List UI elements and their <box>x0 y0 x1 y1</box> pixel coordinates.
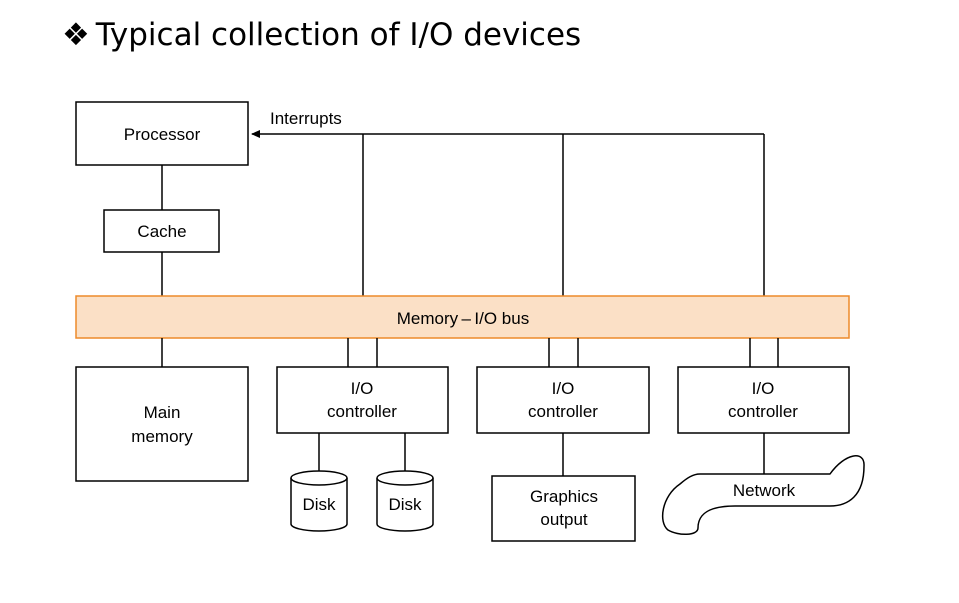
graphics-output-label-line2: output <box>540 510 588 529</box>
graphics-output-label-line1: Graphics <box>530 487 598 506</box>
main-memory-label-line2: memory <box>131 427 193 446</box>
memory-io-bus <box>75 295 850 339</box>
io-controller-2 <box>476 366 650 434</box>
bus-label: Memory – I/O bus <box>397 309 529 328</box>
io-controller-3-label-line2: controller <box>728 402 798 421</box>
io-controller-1-label-line1: I/O <box>351 379 374 398</box>
interrupts-label: Interrupts <box>270 109 342 128</box>
four-diamond-bullet-icon: ❖ <box>62 17 90 53</box>
disk-1-label: Disk <box>302 495 336 514</box>
disk-icon-1 <box>290 470 348 532</box>
disk-icon-2 <box>376 470 434 532</box>
io-controller-2-label-line1: I/O <box>552 379 575 398</box>
io-controller-1-label-line2: controller <box>327 402 397 421</box>
io-controller-3 <box>677 366 850 434</box>
network-cable-icon <box>661 455 865 535</box>
processor-label: Processor <box>124 125 201 144</box>
main-memory-box <box>75 366 249 482</box>
title-text: Typical collection of I/O devices <box>95 17 582 53</box>
cache-label: Cache <box>137 222 186 241</box>
io-controller-2-label-line2: controller <box>528 402 598 421</box>
cache-box <box>103 209 220 253</box>
main-memory-label-line1: Main <box>144 403 181 422</box>
disk-2-label: Disk <box>388 495 422 514</box>
graphics-output-box <box>491 475 636 542</box>
slide-title: ❖Typical collection of I/O devices <box>62 20 581 51</box>
io-controller-1 <box>276 366 449 434</box>
io-controller-3-label-line1: I/O <box>752 379 775 398</box>
network-label: Network <box>733 481 796 500</box>
